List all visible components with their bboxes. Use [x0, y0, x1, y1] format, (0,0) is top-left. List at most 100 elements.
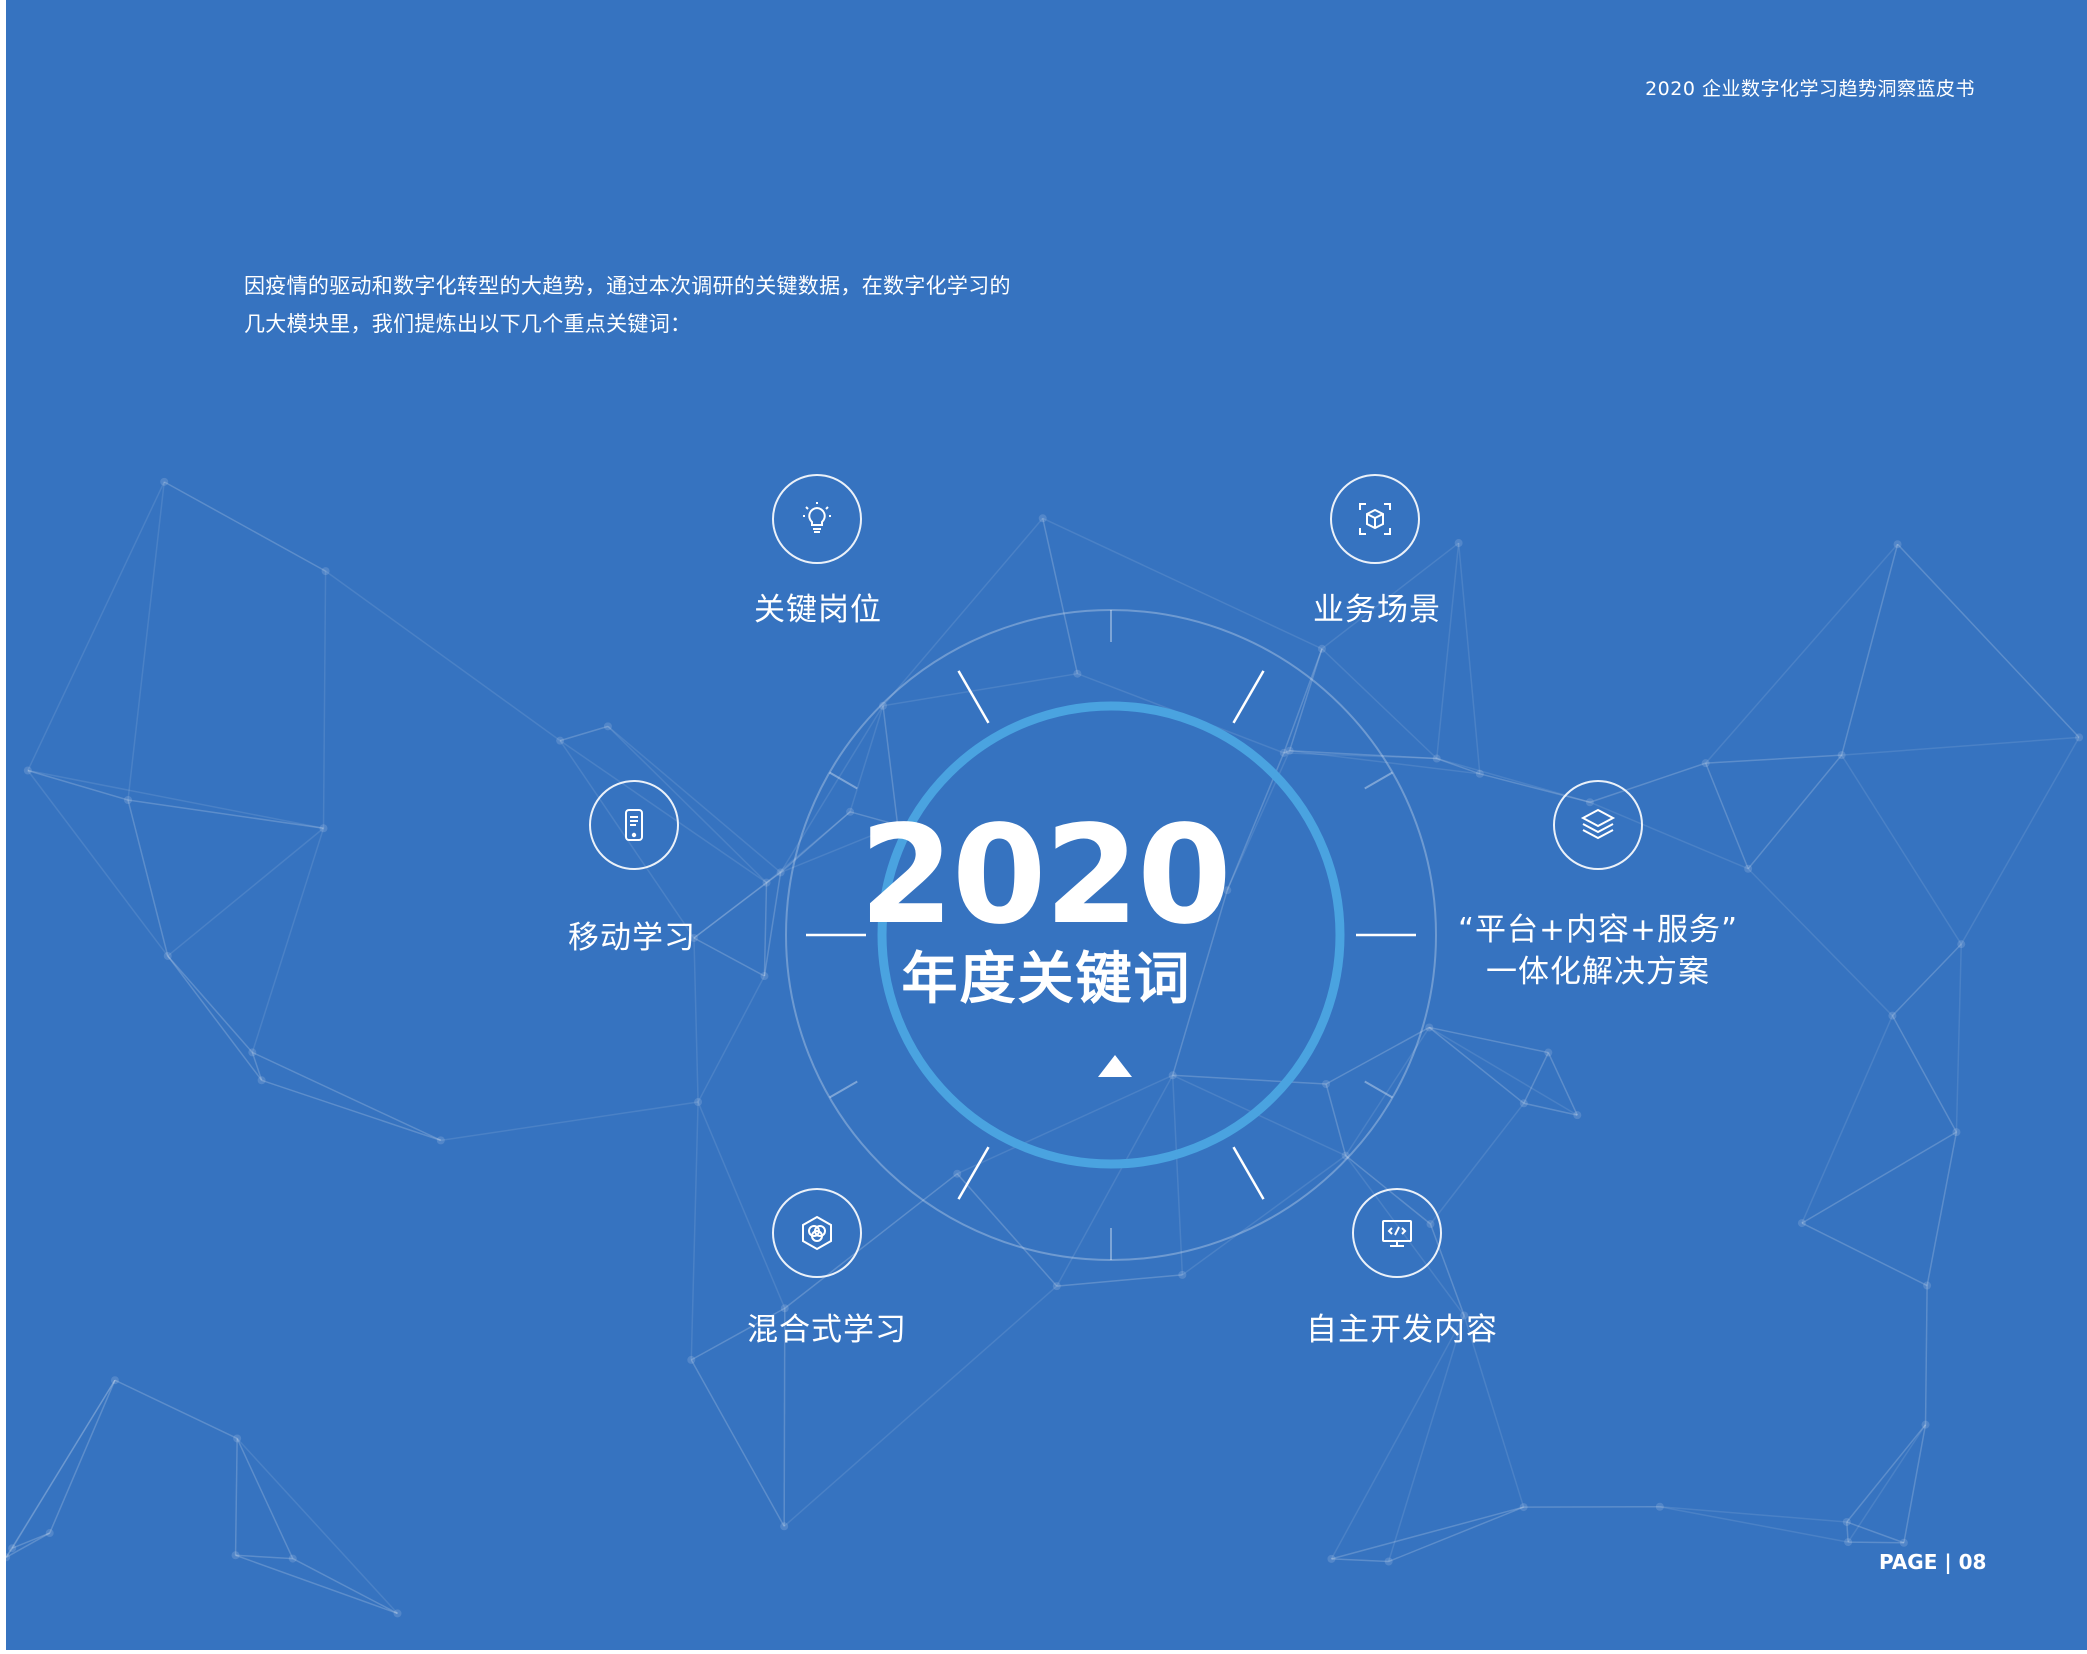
keyword-integrated-solution-line-1: “平台+内容+服务” [1457, 912, 1739, 948]
network-node [1921, 1420, 1930, 1429]
network-line [690, 1102, 699, 1360]
network-node [760, 972, 769, 981]
network-line [1705, 543, 1899, 764]
network-node [1425, 1023, 1434, 1032]
network-line [27, 770, 169, 957]
network-line [690, 1359, 785, 1527]
network-line [1840, 544, 1899, 756]
network-node [1341, 1151, 1350, 1160]
network-line [234, 1438, 238, 1556]
network-line [1321, 542, 1460, 650]
network-line [1345, 1027, 1430, 1157]
network-line [1171, 889, 1228, 1076]
code-monitor-icon [1352, 1188, 1442, 1278]
network-node [1842, 1517, 1851, 1526]
network-line [6, 1532, 51, 1558]
network-line [849, 705, 884, 813]
network-line [11, 1379, 116, 1549]
inner-accent-ring [877, 701, 1345, 1169]
network-node [953, 1169, 962, 1178]
layers-icon [1553, 780, 1643, 870]
network-line [690, 1307, 786, 1361]
network-line [763, 872, 782, 977]
network-node [1454, 539, 1463, 548]
network-line [766, 871, 782, 884]
network-node [1744, 864, 1753, 873]
network-node [1223, 886, 1232, 895]
network-node [1168, 1071, 1177, 1080]
network-line [1436, 757, 1481, 775]
network-node [762, 878, 771, 887]
network-line [1897, 543, 2080, 738]
network-line [882, 705, 899, 826]
network-line [956, 1173, 1058, 1287]
network-line [127, 799, 169, 957]
network-line [27, 769, 324, 829]
network-node [1655, 1502, 1664, 1511]
network-node [231, 1551, 240, 1560]
network-line [1429, 1026, 1549, 1054]
ring-tick [1232, 1146, 1265, 1200]
network-line [690, 1307, 786, 1361]
network-line [1801, 1222, 1928, 1287]
network-line [1523, 1052, 1550, 1104]
network-node [319, 824, 328, 833]
network-line [49, 1379, 116, 1534]
network-node [1317, 644, 1326, 653]
network-node [1957, 940, 1966, 949]
network-line [1041, 518, 1079, 674]
network-line [1659, 1506, 1849, 1543]
network-line [1846, 1521, 1905, 1544]
network-line [1288, 648, 1323, 751]
network-line [1523, 1052, 1550, 1104]
network-line [1388, 1506, 1524, 1563]
network-line [1903, 1424, 1927, 1543]
network-line [114, 1379, 238, 1440]
ring-tick [829, 771, 858, 790]
network-line [1331, 1506, 1524, 1560]
network-node [1322, 1080, 1331, 1089]
network-line [49, 1379, 116, 1534]
network-line [1325, 1083, 1347, 1156]
network-line [1283, 752, 1437, 760]
network-node [1327, 1554, 1336, 1563]
page-number: PAGE | 08 [1879, 1550, 1987, 1574]
network-line [784, 1173, 958, 1309]
network-line [1331, 1558, 1389, 1563]
network-line [1172, 1074, 1327, 1085]
network-line [1429, 1102, 1525, 1225]
network-line [251, 1052, 263, 1081]
network-line [167, 955, 253, 1053]
network-node [1893, 540, 1902, 549]
network-node [1432, 754, 1441, 763]
network-line [163, 481, 326, 572]
report-page: 2020 企业数字化学习趋势洞察蓝皮书 因疫情的驱动和数字化转型的大趋势，通过本… [6, 0, 2087, 1650]
network-node [603, 722, 612, 731]
network-line [252, 1051, 442, 1142]
network-line [697, 1101, 786, 1309]
network-node [1923, 1281, 1932, 1290]
network-line [167, 955, 253, 1053]
network-line [1172, 1074, 1327, 1085]
network-line [6, 1532, 51, 1558]
network-node [1899, 1538, 1908, 1547]
network-node [233, 1434, 242, 1443]
network-line [693, 882, 767, 939]
network-line [1705, 754, 1842, 764]
network-line [1523, 1102, 1578, 1116]
network-line [235, 1554, 398, 1615]
network-line [235, 1554, 293, 1560]
network-line [1848, 1541, 1904, 1544]
network-line [1523, 1102, 1578, 1116]
document-title: 2020 企业数字化学习趋势洞察蓝皮书 [1645, 78, 1975, 100]
network-node [846, 807, 855, 816]
network-line [780, 811, 851, 873]
network-node [436, 1136, 445, 1145]
network-line [1056, 1074, 1174, 1287]
network-line [1841, 736, 2080, 756]
network-line [1325, 1026, 1430, 1085]
network-line [11, 1379, 116, 1549]
network-node [1475, 769, 1484, 778]
network-line [783, 1308, 786, 1527]
network-line [1289, 749, 1437, 760]
